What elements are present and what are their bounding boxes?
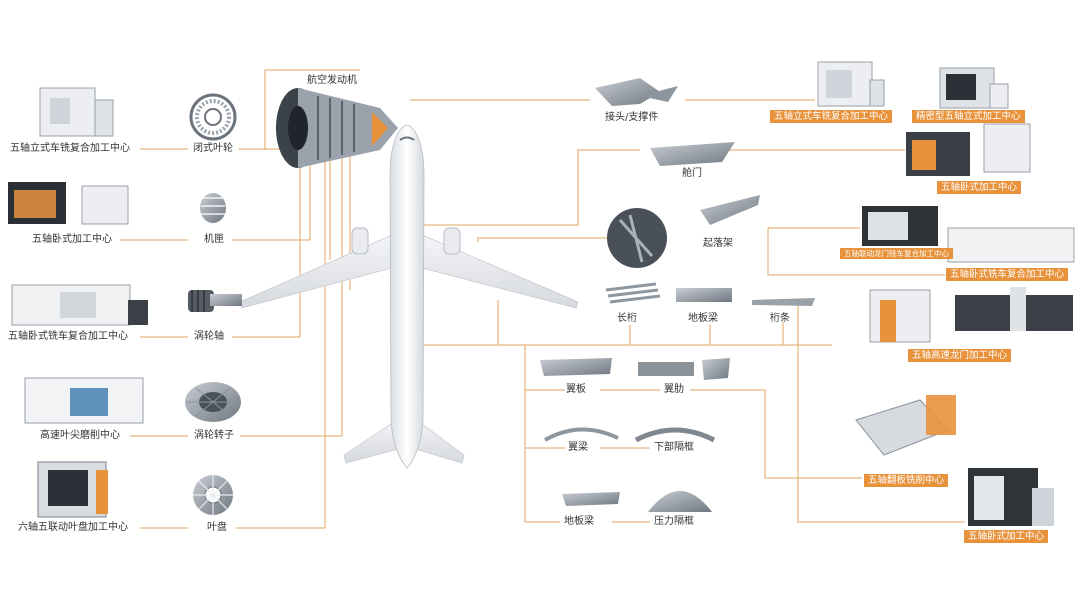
left-machine-images xyxy=(8,87,148,518)
aircraft-illustration xyxy=(239,124,579,469)
left-machine-label-2: 五轴卧式加工中心 xyxy=(32,234,112,245)
floor-beam-bottom-label: 地板梁 xyxy=(564,516,594,527)
floor-beam-top-label: 地板梁 xyxy=(688,313,718,324)
right-machine-tag-4: 五轴联动龙门铣车复合加工中心 xyxy=(840,248,953,259)
left-connector-lines xyxy=(120,69,360,529)
left-part-label-2: 机匣 xyxy=(204,234,224,245)
jet-engine-illustration xyxy=(276,88,398,168)
door-label: 舱门 xyxy=(682,168,702,179)
right-machine-tag-3: 五轴卧式加工中心 xyxy=(937,181,1022,194)
right-machine-tag-1: 五轴立式车铣复合加工中心 xyxy=(770,110,893,123)
right-machine-tag-2: 精密型五轴立式加工中心 xyxy=(912,110,1025,123)
right-machine-tag-8: 五轴卧式加工中心 xyxy=(964,530,1049,543)
wing-rib-label: 翼肋 xyxy=(664,384,684,395)
right-connector-lines xyxy=(410,99,965,523)
left-machine-label-4: 高速叶尖磨削中心 xyxy=(40,430,120,441)
landing-gear-label: 起落架 xyxy=(703,238,733,249)
right-machine-tag-7: 五轴翻板铣削中心 xyxy=(864,474,949,487)
closed-impeller-part xyxy=(189,93,237,141)
right-machine-tag-5: 五轴卧式铣车复合加工中心 xyxy=(946,268,1069,281)
left-machine-label-5: 六轴五联动叶盘加工中心 xyxy=(18,522,128,533)
right-machine-images xyxy=(817,61,1075,526)
lower-frame-label: 下部隔框 xyxy=(654,442,694,453)
left-part-label-3: 涡轮轴 xyxy=(194,331,224,342)
turbine-shaft-part xyxy=(188,290,242,312)
airframe-part-images xyxy=(540,78,815,512)
joint-label: 接头/支撑件 xyxy=(605,112,659,123)
right-machine-tag-6: 五轴高速龙门加工中心 xyxy=(908,349,1012,362)
wing-panel-label: 翼板 xyxy=(566,384,586,395)
left-part-label-1: 闭式叶轮 xyxy=(193,143,233,154)
stringer-label: 长桁 xyxy=(617,313,637,324)
pressure-bulkhead-label: 压力隔框 xyxy=(654,516,694,527)
left-machine-label-3: 五轴卧式铣车复合加工中心 xyxy=(8,331,128,342)
turbine-rotor-part xyxy=(185,382,241,422)
blisk-part xyxy=(193,475,233,515)
edge-strip-label: 桁条 xyxy=(770,313,790,324)
left-part-label-4: 涡轮转子 xyxy=(194,430,234,441)
wing-spar-label: 翼梁 xyxy=(568,442,588,453)
left-part-label-5: 叶盘 xyxy=(207,522,227,533)
engine-title: 航空发动机 xyxy=(307,75,357,86)
casing-part xyxy=(200,193,226,223)
left-machine-label-1: 五轴立式车铣复合加工中心 xyxy=(10,143,130,154)
